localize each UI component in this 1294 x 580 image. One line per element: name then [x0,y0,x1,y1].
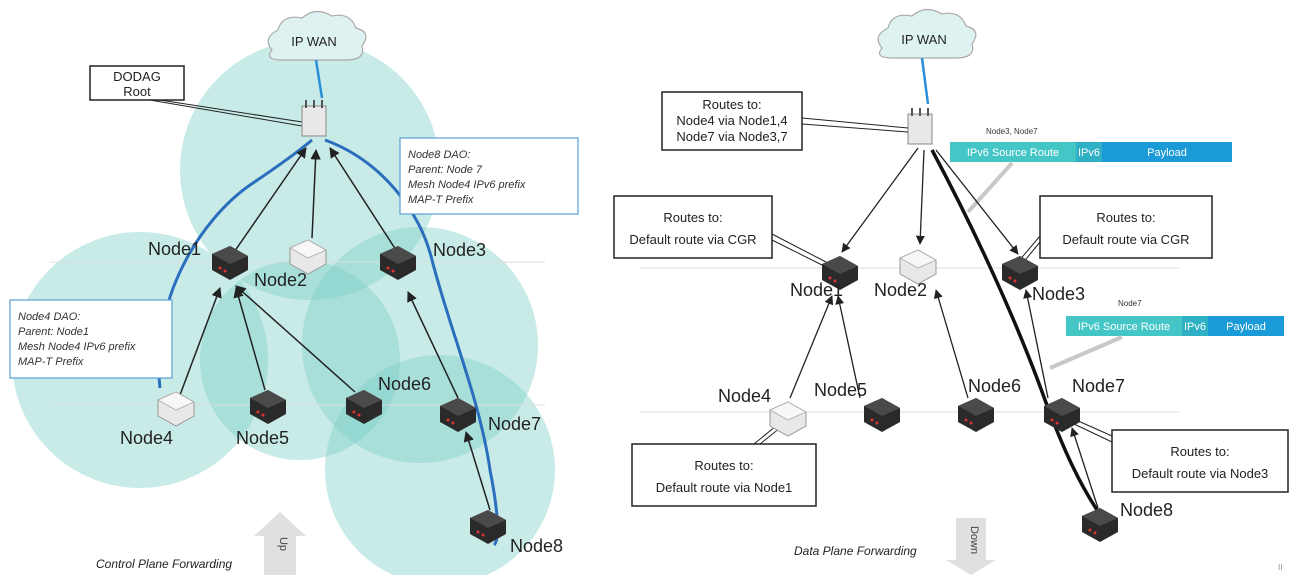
cgr-root-router-icon [907,107,933,145]
wan-uplink [314,59,324,99]
node8-label-right: Node8 [1120,500,1173,520]
node4-routes-line2: Default route via Node1 [656,480,793,495]
node4-router-icon-right [769,401,807,437]
node8-dao-box: Node8 DAO: Parent: Node 7 Mesh Node4 IPv… [399,137,579,215]
node4-label-right: Node4 [718,386,771,406]
down-arrow-label: Down [968,526,980,554]
node4-label: Node4 [120,428,173,448]
corner-mark: II [1278,563,1282,572]
header2-src: IPv6 Source Route [1078,321,1170,333]
node3-routes-line2: Default route via CGR [1062,232,1189,247]
root-routes-line3: Node7 via Node3,7 [676,129,787,144]
node7-label-right: Node7 [1072,376,1125,396]
dao8-line1: Node8 DAO: [408,149,470,161]
node2-router-icon-right [899,249,937,285]
source-route-header-2: Node7 IPv6 Source Route IPv6 Payload [1049,299,1284,370]
dodag-root-label: DODAG Root [89,65,303,127]
node3-routes-line1: Routes to: [1096,210,1155,225]
node1-routes-line2: Default route via CGR [629,232,756,247]
ip-wan-cloud: IP WAN [267,10,367,61]
node6-label: Node6 [378,374,431,394]
control-plane-caption: Control Plane Forwarding [96,557,232,571]
source-route-header-1: Node3, Node7 IPv6 Source Route IPv6 Payl… [950,127,1232,214]
up-arrow-label: Up [277,537,289,551]
right-panel: IP WAN Routes to: Node4 via Node1,4 Node… [613,8,1289,575]
node2-label-right: Node2 [874,280,927,300]
header2-title: Node7 [1118,299,1142,308]
header2-payload: Payload [1226,321,1266,333]
dao4-line2: Parent: Node1 [18,326,89,338]
left-panel: IP WAN DODAG Root [9,10,579,580]
node4-routes-box: Routes to: Default route via Node1 [631,425,817,507]
node5-router-icon-right [864,398,900,432]
node2-label: Node2 [254,270,307,290]
dao8-line4: MAP-T Prefix [408,194,474,206]
header1-ipv6: IPv6 [1078,147,1100,159]
node7-routes-box: Routes to: Default route via Node3 [1073,419,1289,493]
node4-dao-box: Node4 DAO: Parent: Node1 Mesh Node4 IPv6… [9,299,173,379]
header2-ipv6: IPv6 [1184,321,1206,333]
ip-wan-cloud-right: IP WAN [877,8,977,59]
node3-label-right: Node3 [1032,284,1085,304]
root-routes-line2: Node4 via Node1,4 [676,113,787,128]
node1-routes-line1: Routes to: [663,210,722,225]
node8-router-icon-right [1082,508,1118,542]
header1-src: IPv6 Source Route [967,147,1059,159]
node4-routes-line1: Routes to: [694,458,753,473]
dao4-line1: Node4 DAO: [18,311,80,323]
node1-label: Node1 [148,239,201,259]
source-route-path [930,149,1112,530]
dao-path-node8 [324,138,499,547]
dao4-line3: Mesh Node4 IPv6 prefix [18,341,136,353]
ip-wan-label-right: IP WAN [901,32,947,47]
node3-label: Node3 [433,240,486,260]
down-arrow-icon: Down [946,518,996,575]
node7-routes-line1: Routes to: [1170,444,1229,459]
node6-router-icon-right [958,398,994,432]
data-plane-caption: Data Plane Forwarding [794,544,917,558]
root-routes-box: Routes to: Node4 via Node1,4 Node7 via N… [661,91,909,151]
dao4-line4: MAP-T Prefix [18,356,84,368]
node1-routes-box: Routes to: Default route via CGR [613,195,827,267]
node5-label-right: Node5 [814,380,867,400]
node1-label-right: Node1 [790,280,843,300]
dodag-root-router-icon [301,99,327,137]
control-arrows [179,147,491,511]
wan-uplink-right [920,57,930,105]
node7-routes-line2: Default route via Node3 [1132,466,1269,481]
root-routes-line1: Routes to: [702,97,761,112]
node6-label-right: Node6 [968,376,1021,396]
ip-wan-label: IP WAN [291,34,337,49]
node7-router-icon-right [1044,398,1080,432]
data-arrows [789,147,1099,509]
dodag-label-line2: Root [123,84,151,99]
dao8-line2: Parent: Node 7 [408,164,483,176]
header1-payload: Payload [1147,147,1187,159]
up-arrow-icon: Up [254,512,306,575]
node5-label: Node5 [236,428,289,448]
node3-routes-box: Routes to: Default route via CGR [1017,195,1213,265]
node7-label: Node7 [488,414,541,434]
dao8-line3: Mesh Node4 IPv6 prefix [408,179,526,191]
node8-label: Node8 [510,536,563,556]
header1-title: Node3, Node7 [986,127,1038,136]
dodag-label-line1: DODAG [113,69,161,84]
